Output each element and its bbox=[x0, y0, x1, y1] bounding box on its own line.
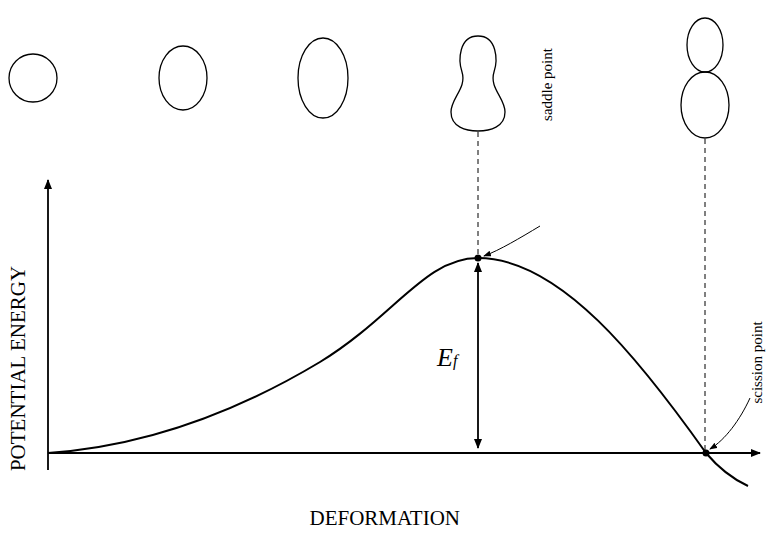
dashed-guide bbox=[478, 132, 479, 256]
elongated-shape bbox=[298, 38, 348, 118]
leader-arrow bbox=[484, 226, 540, 256]
point-label: scission point bbox=[750, 321, 765, 403]
y-axis bbox=[47, 180, 49, 470]
energy-curve bbox=[48, 258, 748, 486]
barrier-arrow bbox=[477, 263, 479, 448]
leader-arrow bbox=[710, 398, 750, 449]
sphere-shape bbox=[9, 54, 57, 102]
saddle-dot bbox=[475, 255, 482, 262]
necked-shape bbox=[451, 36, 505, 131]
axis-title: POTENTIAL ENERGY bbox=[8, 265, 29, 470]
fragment-shape bbox=[687, 18, 723, 72]
dashed-guide bbox=[705, 139, 706, 451]
barrier-symbol: Ef bbox=[437, 345, 457, 371]
ellipsoid-shape bbox=[159, 46, 207, 110]
point-label: saddle point bbox=[539, 48, 554, 121]
fragment-shape bbox=[681, 72, 729, 138]
axis-title: DEFORMATION bbox=[310, 508, 461, 529]
scission-dot bbox=[703, 450, 710, 457]
x-axis bbox=[48, 452, 760, 454]
